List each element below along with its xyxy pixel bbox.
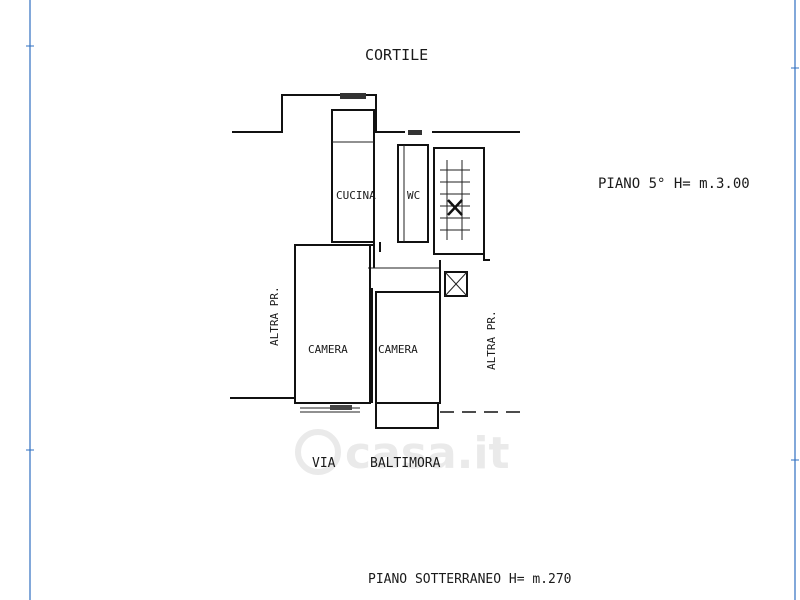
floor-info-label: PIANO 5° H= m.3.00 [598, 176, 750, 192]
street-prefix-label: VIA [312, 456, 336, 471]
watermark-text: casa.it [345, 428, 509, 479]
room-left-label: CAMERA [308, 343, 348, 356]
balcony [375, 402, 439, 429]
page-margin-lines [26, 0, 799, 600]
elevator-shaft [444, 271, 468, 297]
kitchen-label: CUCINA [336, 189, 376, 202]
courtyard-label: CORTILE [365, 46, 428, 64]
watermark: casa.it [295, 428, 509, 479]
building-walls [230, 93, 525, 429]
street-name-label: BALTIMORA [370, 456, 441, 471]
other-property-left-label: ALTRA PR. [268, 286, 281, 346]
basement-info-label: PIANO SOTTERRANEO H= m.270 [368, 572, 572, 587]
staircase [440, 160, 470, 240]
room-right-label: CAMERA [378, 343, 418, 356]
other-property-right-label: ALTRA PR. [485, 310, 498, 370]
wc-label: WC [407, 189, 420, 202]
